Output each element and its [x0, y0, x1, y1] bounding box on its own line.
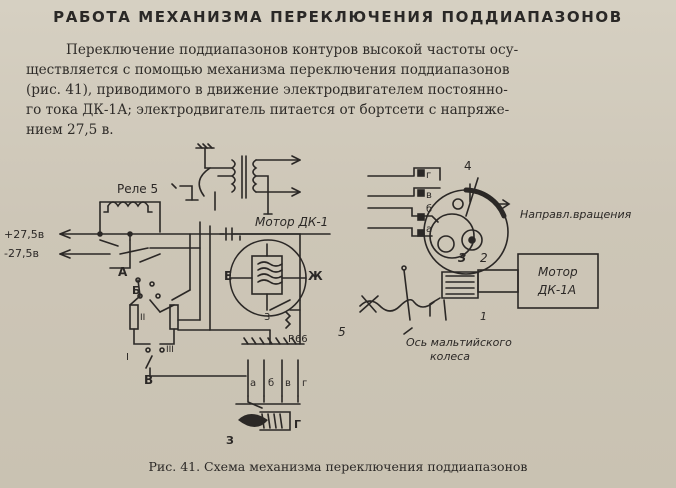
label-4: 4 — [464, 159, 472, 173]
band-v: в — [426, 190, 432, 201]
motor-dk1 — [229, 239, 307, 329]
label-v: В — [144, 373, 153, 387]
label-i: I — [126, 352, 129, 363]
band-a: а — [426, 224, 432, 235]
axis-label-line2: колеса — [430, 350, 470, 363]
label-ii: II — [140, 313, 145, 323]
band-g: г — [426, 170, 431, 181]
motor-dk1a-label-line2: ДК-1А — [537, 283, 576, 297]
section-heading: РАБОТА МЕХАНИЗМА ПЕРЕКЛЮЧЕНИЯ ПОДДИАПАЗО… — [53, 8, 623, 26]
contacts — [235, 299, 305, 409]
contact-g: г — [302, 378, 307, 389]
transformer — [171, 143, 301, 215]
label-e: Е — [224, 269, 232, 283]
label-g: Г — [294, 418, 301, 431]
axis-label-line1: Ось мальтийского — [406, 336, 512, 349]
maltese-wheel — [423, 177, 511, 275]
contact-b: б — [268, 378, 274, 389]
paragraph-line: ществляется с помощью механизма переключ… — [26, 62, 510, 78]
label-b: Б — [132, 284, 140, 297]
label-iii: III — [166, 345, 174, 355]
switch-assembly — [109, 239, 247, 377]
motor-dk1a-label-line1: Мотор — [538, 265, 578, 279]
motor-dk1a — [429, 253, 599, 321]
label-2: 2 — [480, 251, 488, 265]
band-lines — [367, 167, 441, 237]
relay-label: Реле 5 — [117, 182, 158, 196]
resistor-label: R66 — [288, 334, 308, 345]
label-zh: Ж — [308, 269, 323, 283]
paragraph-line: (рис. 41), приводимого в движение электр… — [26, 82, 508, 98]
label-3-left: 3 — [264, 312, 270, 323]
body-paragraph: Переключение поддиапазонов контуров высо… — [26, 40, 658, 140]
contact-a: а — [250, 378, 256, 389]
plus-supply-label: +27,5в — [4, 228, 44, 241]
relay-5 — [99, 201, 161, 233]
paragraph-line: Переключение поддиапазонов контуров высо… — [66, 42, 519, 58]
rotation-direction-label: Направл.вращения — [520, 208, 632, 221]
figure-caption: Рис. 41. Схема механизма переключения по… — [148, 459, 528, 474]
paragraph-line: нием 27,5 в. — [26, 122, 114, 138]
power-lines — [59, 221, 331, 331]
label-5: 5 — [338, 325, 346, 339]
label-3-right: 3 — [458, 251, 466, 265]
minus-supply-label: -27,5в — [4, 247, 39, 260]
motor-dk1-label: Мотор ДК-1 — [255, 215, 328, 229]
label-z: З — [226, 434, 234, 447]
band-b: б — [426, 204, 432, 215]
label-a: А — [118, 265, 128, 279]
worm-gear — [238, 411, 291, 431]
label-1: 1 — [480, 310, 487, 323]
axis-shaft — [359, 265, 435, 335]
paragraph-line: го тока ДК-1А; электродвигатель питается… — [26, 102, 510, 118]
contact-v: в — [285, 378, 291, 389]
